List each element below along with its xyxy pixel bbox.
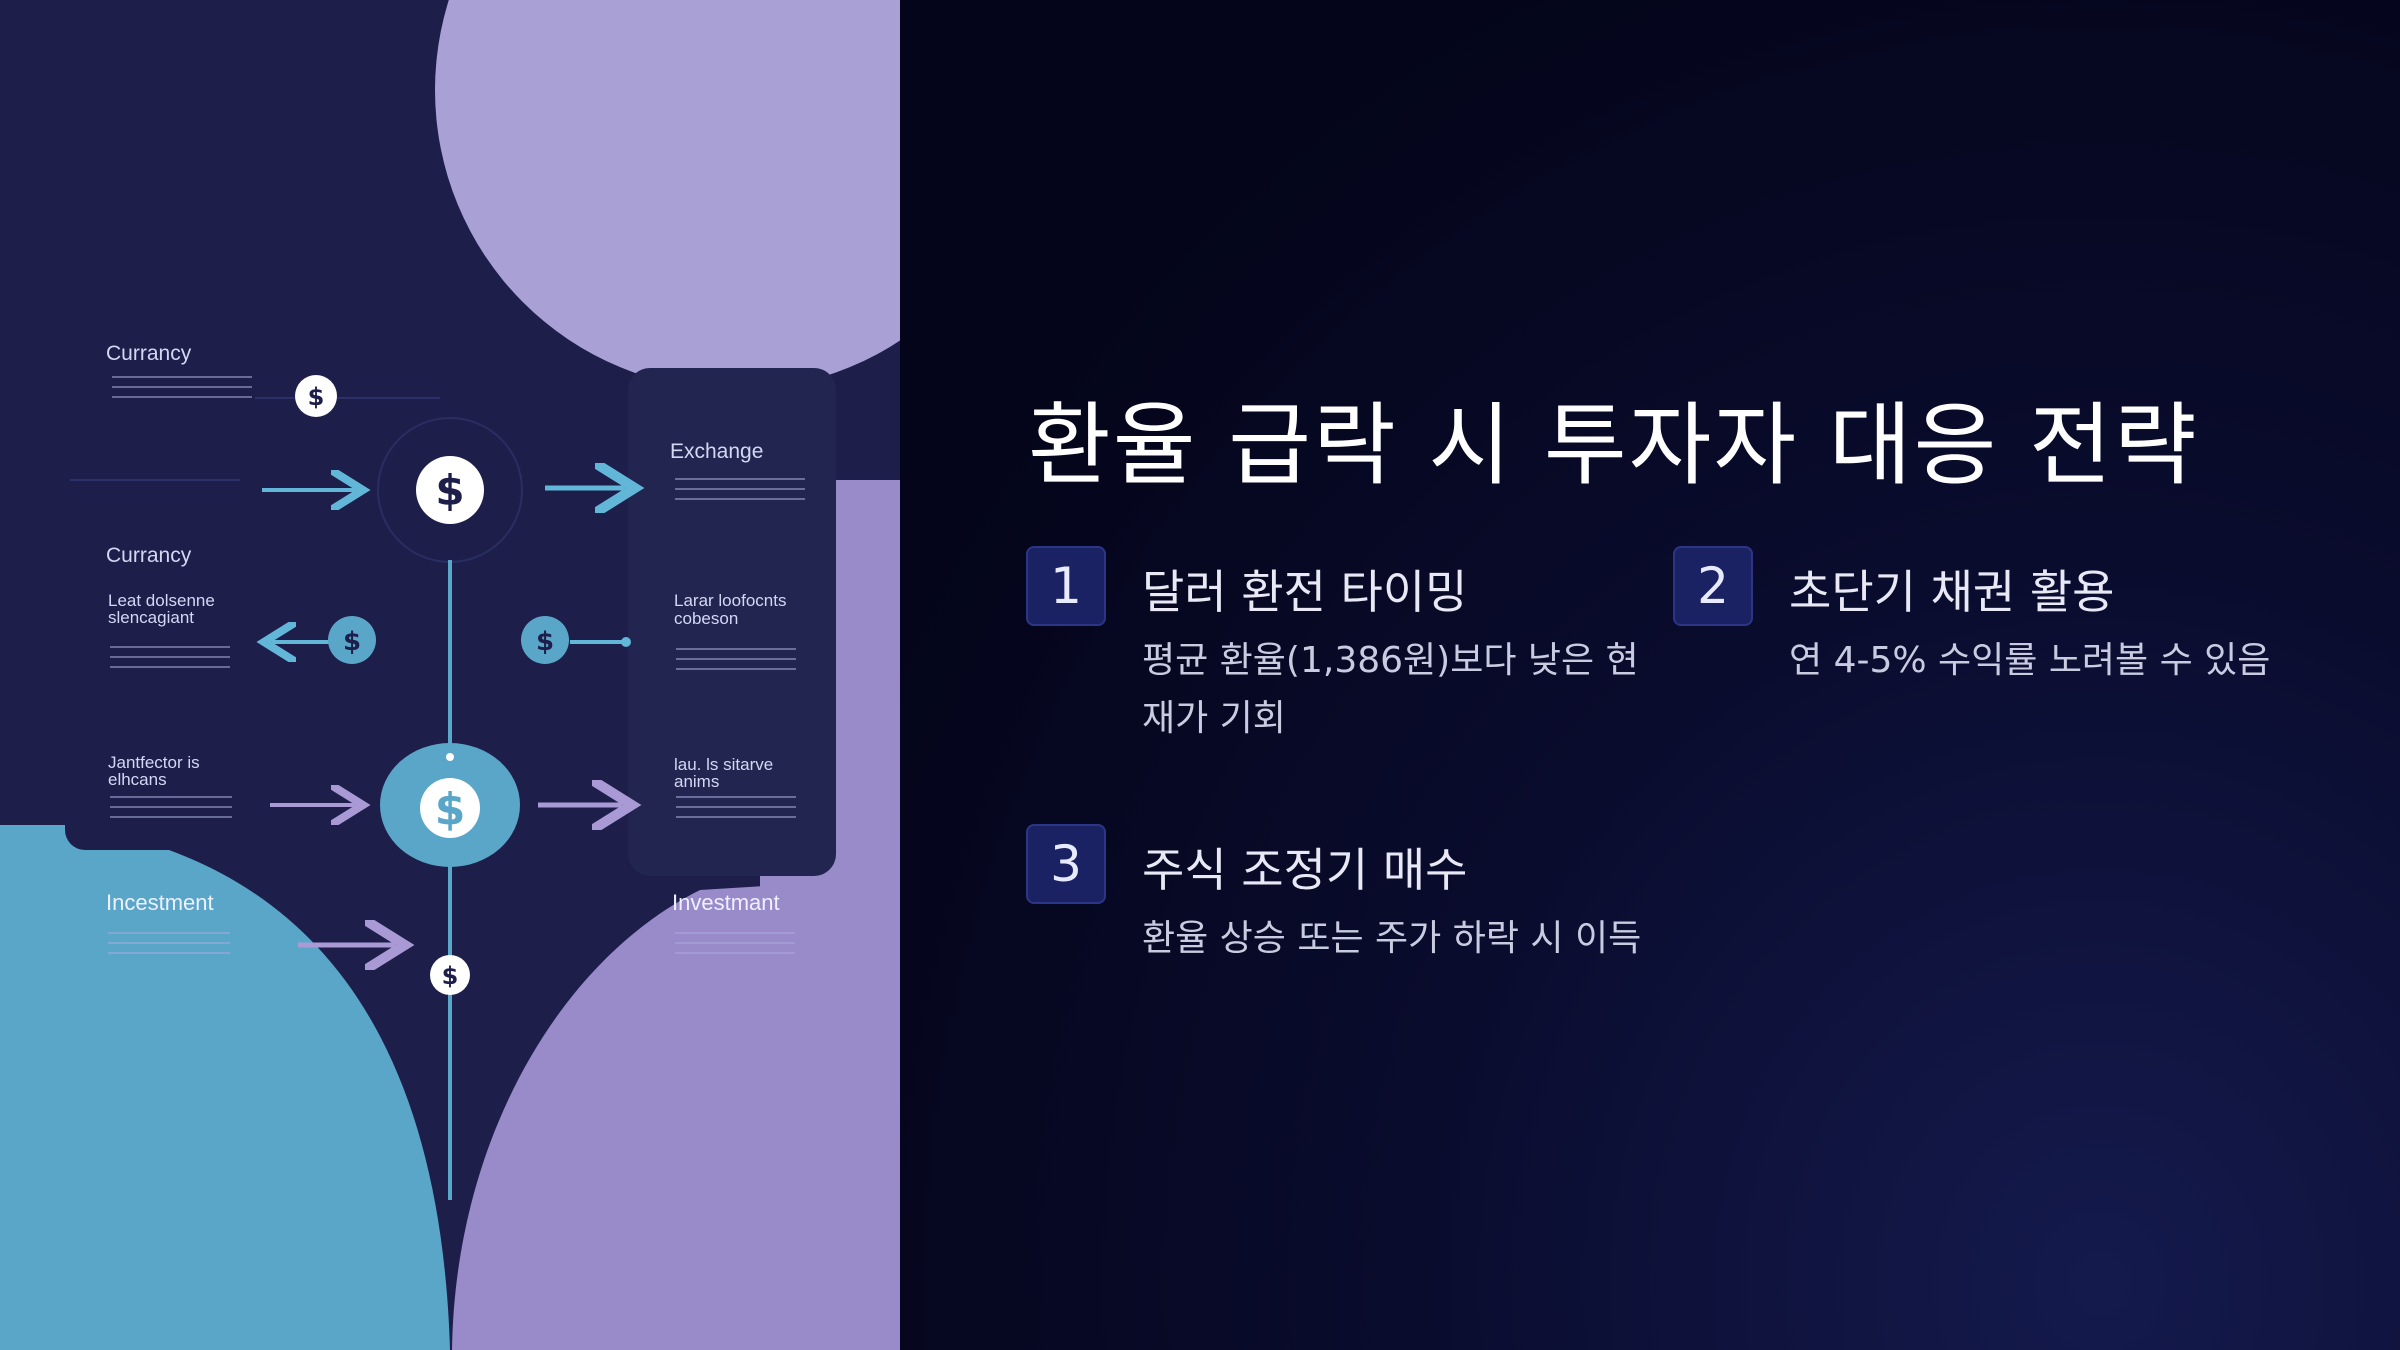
placeholder-text-lines — [675, 478, 805, 508]
item-title: 초단기 채권 활용 — [1789, 565, 2115, 619]
label-investment-left: Incestment — [106, 890, 214, 915]
placeholder-text-lines — [676, 648, 796, 678]
number-badge: 3 — [1026, 824, 1106, 904]
item-description: 연 4-5% 수익률 노려볼 수 있음 — [1789, 640, 2271, 681]
label-left-low-1: Jantfector is — [108, 753, 200, 772]
placeholder-text-lines — [676, 796, 796, 826]
coin-icon-left-mid: $ — [328, 616, 376, 664]
top-right-blob — [435, 0, 900, 390]
coin-icon-center: $ — [380, 743, 520, 867]
placeholder-text-lines — [110, 646, 230, 676]
item-description: 평균 환율(1,386원)보다 낮은 현재가 기회 — [1142, 640, 1639, 739]
currency-exchange-illustration: $ $ $ $ $ $ — [0, 0, 900, 1350]
coin-icon-bottom: $ — [430, 955, 470, 995]
item-description: 환율 상승 또는 주가 하락 시 이득 — [1142, 918, 1642, 959]
label-exchange: Exchange — [670, 440, 764, 463]
svg-text:$: $ — [343, 627, 361, 657]
label-currency-mid: Currancy — [106, 544, 192, 567]
item-title: 주식 조정기 매수 — [1142, 843, 1468, 897]
label-right-low-1: lau. ls sitarve — [674, 755, 774, 774]
svg-text:$: $ — [536, 627, 554, 657]
svg-text:$: $ — [435, 784, 466, 835]
label-left-mid-2: slencagiant — [108, 608, 195, 627]
slide-title: 환율 급락 시 투자자 대응 전략 — [1028, 393, 2199, 498]
label-currency-top: Currancy — [106, 342, 192, 365]
svg-text:$: $ — [442, 962, 459, 990]
number-badge: 1 — [1026, 546, 1106, 626]
label-right-mid-2: cobeson — [674, 609, 739, 628]
svg-text:$: $ — [435, 466, 464, 515]
placeholder-text-lines — [675, 932, 795, 962]
number-badge: 2 — [1673, 546, 1753, 626]
svg-text:$: $ — [308, 383, 325, 411]
placeholder-text-lines — [110, 796, 232, 826]
placeholder-text-lines — [108, 932, 230, 962]
bottom-right-blob — [452, 880, 900, 1350]
placeholder-text-lines — [112, 376, 252, 406]
label-left-mid-1: Leat dolsenne — [108, 591, 215, 610]
slide-content: 환율 급락 시 투자자 대응 전략 1 달러 환전 타이밍 평균 환율(1,38… — [900, 0, 2400, 1350]
coin-icon-small-top: $ — [295, 375, 337, 417]
item-title: 달러 환전 타이밍 — [1142, 565, 1468, 619]
coin-icon-large-top: $ — [416, 456, 484, 524]
label-left-low-2: elhcans — [108, 770, 167, 789]
coin-icon-right-mid: $ — [521, 616, 569, 664]
label-right-low-2: anims — [674, 772, 720, 791]
label-right-mid-1: Larar loofocnts — [674, 591, 787, 610]
label-investment-right: Investmant — [672, 890, 780, 915]
